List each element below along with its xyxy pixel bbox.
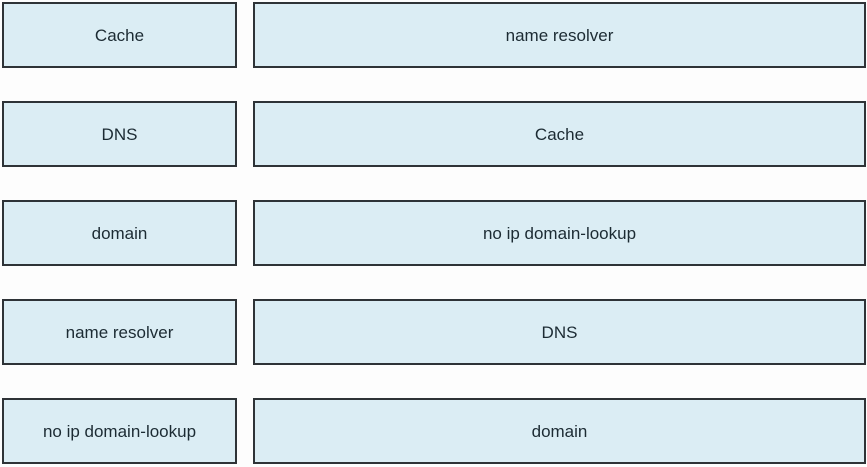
drag-item-label: name resolver	[65, 322, 174, 342]
drag-item-dns[interactable]: DNS	[2, 101, 237, 167]
drag-item-label: no ip domain-lookup	[42, 421, 197, 441]
drop-target-label: DNS	[541, 322, 578, 342]
column-gap	[237, 398, 253, 464]
drop-target-domain[interactable]: domain	[253, 398, 866, 464]
drop-target-label: Cache	[534, 124, 585, 144]
drag-item-name-resolver[interactable]: name resolver	[2, 299, 237, 365]
drag-item-label: Cache	[94, 25, 145, 45]
drag-item-no-ip-domain-lookup[interactable]: no ip domain-lookup	[2, 398, 237, 464]
drop-target-label: name resolver	[505, 25, 614, 45]
match-row-3: domain no ip domain-lookup	[0, 200, 867, 266]
column-gap	[237, 200, 253, 266]
drop-target-label: no ip domain-lookup	[482, 223, 637, 243]
match-row-1: Cache name resolver	[0, 2, 867, 68]
match-row-5: no ip domain-lookup domain	[0, 398, 867, 464]
drop-target-label: domain	[531, 421, 588, 441]
drop-target-dns[interactable]: DNS	[253, 299, 866, 365]
column-gap	[237, 101, 253, 167]
column-gap	[237, 2, 253, 68]
column-gap	[237, 299, 253, 365]
match-row-4: name resolver DNS	[0, 299, 867, 365]
drop-target-no-ip-domain-lookup[interactable]: no ip domain-lookup	[253, 200, 866, 266]
drag-item-label: DNS	[101, 124, 138, 144]
drag-item-domain[interactable]: domain	[2, 200, 237, 266]
drop-target-cache[interactable]: Cache	[253, 101, 866, 167]
drop-target-name-resolver[interactable]: name resolver	[253, 2, 866, 68]
match-row-2: DNS Cache	[0, 101, 867, 167]
drag-item-cache[interactable]: Cache	[2, 2, 237, 68]
drag-item-label: domain	[91, 223, 148, 243]
